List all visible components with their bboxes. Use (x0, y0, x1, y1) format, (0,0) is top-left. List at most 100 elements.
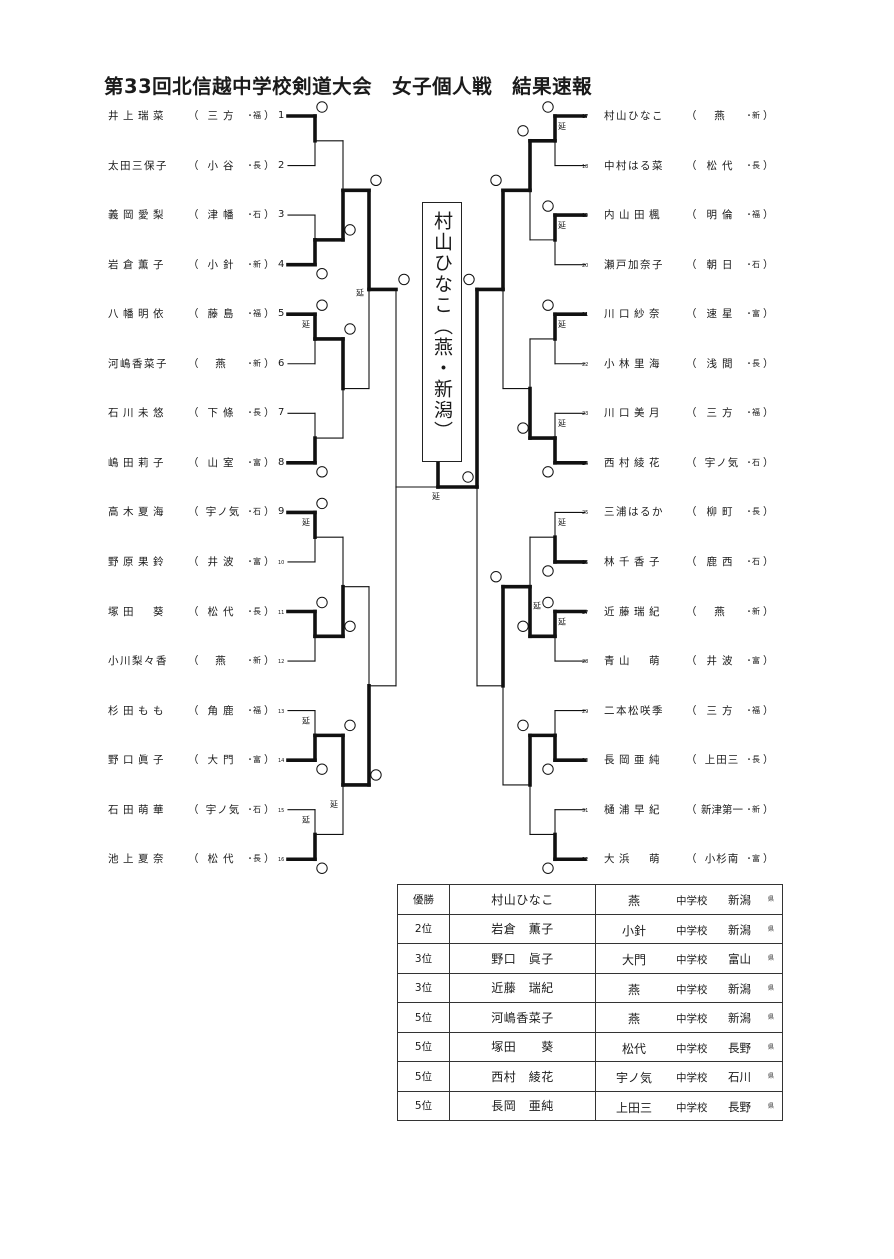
enchou-label: 延 (432, 491, 440, 501)
enchou-label: 延 (558, 220, 566, 230)
separator-dot: ・ (246, 705, 254, 715)
entrant-school: 小針 (207, 258, 239, 271)
entrant-name: 石田萌華 (108, 803, 168, 816)
player-name-cell: 近藤 瑞紀 (449, 972, 596, 1003)
results-row: 優勝村山ひなこ燕中学校新潟県 (397, 884, 783, 915)
paren-open: （ (686, 754, 697, 767)
separator-dot: ・ (745, 556, 753, 566)
school-name: 燕 (627, 894, 640, 908)
entrant-number: 7 (278, 407, 285, 419)
entrant-prefecture: 福 (253, 111, 261, 120)
score-mark-icon (344, 224, 356, 236)
paren-open: （ (686, 209, 697, 222)
prefecture-name: 富山 (728, 952, 751, 966)
entrant-prefecture: 新 (752, 606, 760, 616)
entrant-number: 15 (278, 807, 285, 814)
paren-close: ） (264, 803, 275, 816)
paren-close: ） (763, 605, 774, 618)
school-cell: 上田三中学校長野県 (595, 1090, 783, 1121)
prefecture-suffix: 県 (768, 1014, 775, 1021)
rank-cell: 5位 (397, 1061, 450, 1092)
paren-open: （ (188, 209, 199, 222)
school-name: 小針 (621, 923, 646, 938)
enchou-label: 延 (558, 418, 566, 428)
entrant-name: 内山田楓 (604, 209, 664, 222)
school-suffix: 中学校 (676, 1013, 708, 1025)
entrant-number: 3 (278, 209, 285, 221)
entrant-number: 14 (278, 758, 285, 765)
school-cell: 宇ノ気中学校石川県 (595, 1061, 783, 1092)
paren-close: ） (264, 754, 275, 767)
entrant-prefecture: 新 (253, 259, 261, 269)
entrant-prefecture: 富 (752, 854, 760, 864)
paren-close: ） (763, 110, 774, 122)
entrant-school: 小谷 (207, 159, 239, 172)
entrant-number: 8 (278, 456, 285, 468)
paren-open: （ (686, 555, 697, 568)
paren-close: ） (264, 258, 275, 271)
score-mark-icon (517, 719, 529, 732)
entrant-school: 山室 (207, 456, 239, 469)
entrant-name: 野原果鈴 (108, 555, 168, 568)
paren-close: ） (763, 506, 774, 519)
entrant-prefecture: 長 (752, 358, 760, 368)
entrant-prefecture: 長 (253, 606, 261, 616)
paren-open: （ (188, 605, 199, 618)
score-mark-icon (316, 763, 328, 775)
enchou-label: 延 (302, 715, 310, 725)
school-name: 松代 (621, 1041, 646, 1056)
entrant-prefecture: 石 (253, 804, 261, 814)
entrant-number: 18 (582, 163, 589, 170)
score-mark-icon (542, 763, 554, 775)
paren-open: （ (686, 506, 697, 519)
paren-close: ） (264, 407, 275, 420)
paren-close: ） (264, 456, 275, 469)
score-mark-icon (316, 466, 328, 478)
school-name: 大門 (621, 953, 646, 967)
entrant-prefecture: 新 (752, 111, 760, 120)
entrant-school: 松代 (207, 853, 239, 866)
paren-open: （ (188, 655, 199, 668)
score-mark-icon (316, 596, 328, 609)
results-row: 5位西村 綾花宇ノ気中学校石川県 (397, 1061, 783, 1092)
separator-dot: ・ (745, 606, 753, 616)
prefecture-name: 石川 (728, 1070, 751, 1084)
paren-open: （ (686, 110, 697, 122)
entrant-school: 明倫 (706, 209, 738, 222)
school-suffix: 中学校 (676, 1072, 708, 1084)
paren-close: ） (763, 407, 774, 420)
entrant-school: 燕 (714, 605, 730, 618)
separator-dot: ・ (246, 507, 254, 517)
entrant-school: 上田三 (704, 754, 740, 767)
paren-open: （ (188, 258, 199, 271)
score-mark-icon (370, 174, 382, 187)
score-mark-icon (370, 769, 382, 781)
player-name-cell: 塚田 葵 (449, 1031, 596, 1062)
separator-dot: ・ (246, 755, 254, 765)
entrant-school: 小杉南 (704, 853, 740, 866)
entrant-prefecture: 福 (253, 705, 261, 715)
school-name: 燕 (627, 982, 640, 997)
entrant-name: 長岡亜純 (604, 754, 664, 767)
paren-open: （ (686, 704, 697, 717)
school-suffix: 中学校 (676, 895, 708, 907)
player-name-cell: 野口 眞子 (449, 943, 596, 974)
score-mark-icon (316, 267, 328, 280)
rank-cell: 5位 (397, 1002, 450, 1033)
school-name: 宇ノ気 (615, 1071, 652, 1085)
score-mark-icon (344, 323, 356, 335)
score-mark-icon (316, 862, 328, 874)
entrant-name: 村山ひなこ (604, 110, 664, 122)
score-mark-icon (542, 596, 554, 609)
entrant-prefecture: 長 (752, 507, 760, 517)
player-name-cell: 西村 綾花 (449, 1061, 596, 1092)
entrant-name: 林千香子 (604, 555, 664, 568)
separator-dot: ・ (246, 656, 254, 666)
score-mark-icon (344, 620, 356, 632)
results-row: 3位近藤 瑞紀燕中学校新潟県 (397, 972, 783, 1003)
school-cell: 小針中学校新潟県 (595, 913, 783, 944)
separator-dot: ・ (745, 457, 753, 467)
separator-dot: ・ (745, 111, 753, 120)
entrant-name: 高木夏海 (108, 506, 168, 519)
